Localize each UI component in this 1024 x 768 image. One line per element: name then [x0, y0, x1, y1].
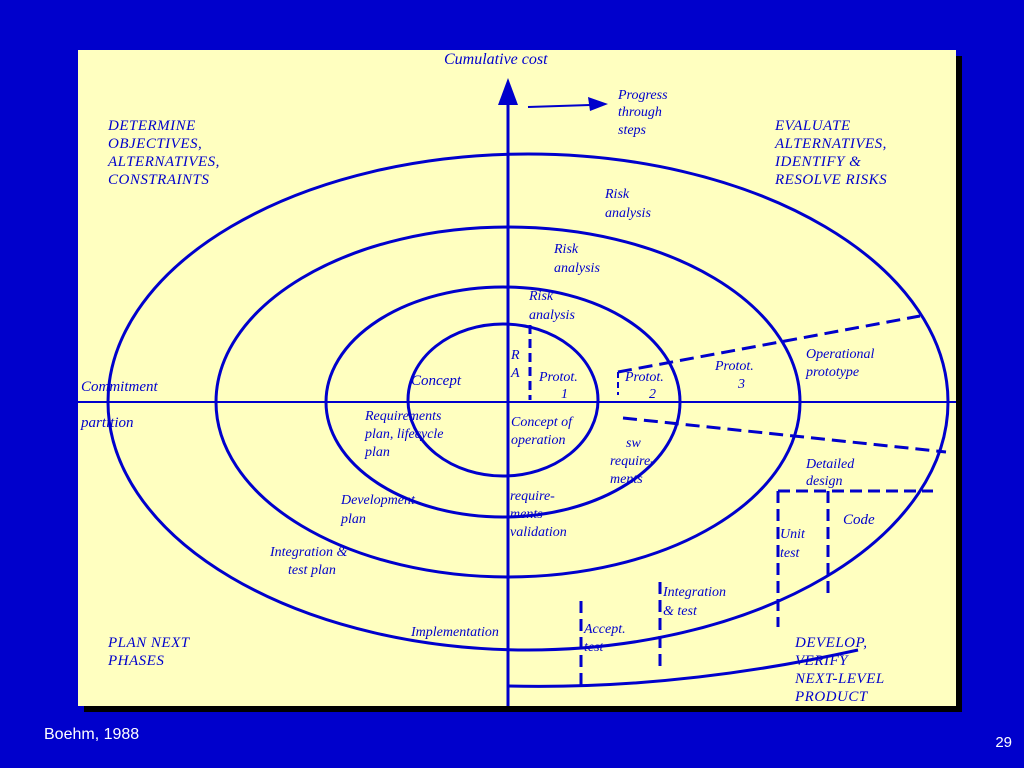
- quadrant-evaluate-alternatives: EVALUATE ALTERNATIVES, IDENTIFY & RESOLV…: [774, 118, 891, 188]
- spiral-loop-outer: [106, 152, 950, 652]
- risk-analysis-inner: Risk analysis: [528, 289, 575, 323]
- prototype-dashed-upper: [617, 314, 921, 374]
- development-plan-label: Development plan: [340, 493, 418, 527]
- spiral-loop-inner: [406, 322, 600, 478]
- unit-test-label: Unit test: [780, 527, 808, 561]
- prototype-3-label: Protot. 3: [714, 359, 757, 392]
- detailed-design-label: Detailed design: [805, 457, 858, 489]
- spiral-tail: [507, 648, 859, 688]
- spiral-loop-2: [324, 285, 682, 519]
- page-number: 29: [995, 734, 1012, 751]
- integration-test-label: Integration & test: [662, 585, 730, 619]
- spiral-loop-3: [214, 225, 802, 579]
- concept-label: Concept: [411, 373, 462, 389]
- quadrant-plan-next-phases: PLAN NEXT PHASES: [107, 635, 194, 669]
- axis-arrowhead: [498, 78, 518, 105]
- prototype-1-label: Protot. 1: [538, 370, 581, 402]
- operational-prototype-label: Operational prototype: [805, 347, 878, 380]
- requirements-plan-label: Requirements plan, lifecycle plan: [364, 409, 447, 460]
- code-label: Code: [843, 512, 875, 528]
- progress-arrow-line: [527, 104, 591, 108]
- spiral-model-diagram: Cumulative cost Progress through steps D…: [78, 51, 956, 706]
- prototype-2-label: Protot. 2: [624, 370, 667, 402]
- accept-test-label: Accept. test: [583, 622, 629, 655]
- commitment-label: Commitment: [81, 379, 158, 395]
- quadrant-determine-objectives: DETERMINE OBJECTIVES, ALTERNATIVES, CONS…: [107, 118, 224, 188]
- risk-analysis-outer: Risk analysis: [604, 187, 651, 221]
- diagram-panel: Cumulative cost Progress through steps D…: [78, 50, 956, 706]
- progress-arrowhead: [588, 97, 608, 111]
- risk-analysis-middle: Risk analysis: [553, 242, 600, 276]
- citation: Boehm, 1988: [44, 726, 140, 743]
- implementation-label: Implementation: [410, 625, 499, 640]
- prototype-dashed-lower: [622, 416, 947, 454]
- partition-label: partition: [80, 415, 134, 431]
- integration-test-plan-label: Integration & test plan: [269, 545, 351, 578]
- sw-requirements-label: sw require- ments: [610, 436, 658, 487]
- axis-title: Cumulative cost: [444, 51, 548, 68]
- concept-of-operation-label: Concept of operation: [511, 415, 576, 448]
- progress-label: Progress through steps: [617, 88, 671, 138]
- quadrant-develop-verify: DEVELOP, VERIFY NEXT-LEVEL PRODUCT: [794, 635, 889, 705]
- ra-label: R A: [510, 348, 523, 381]
- requirements-validation-label: require- ments validation: [510, 489, 567, 540]
